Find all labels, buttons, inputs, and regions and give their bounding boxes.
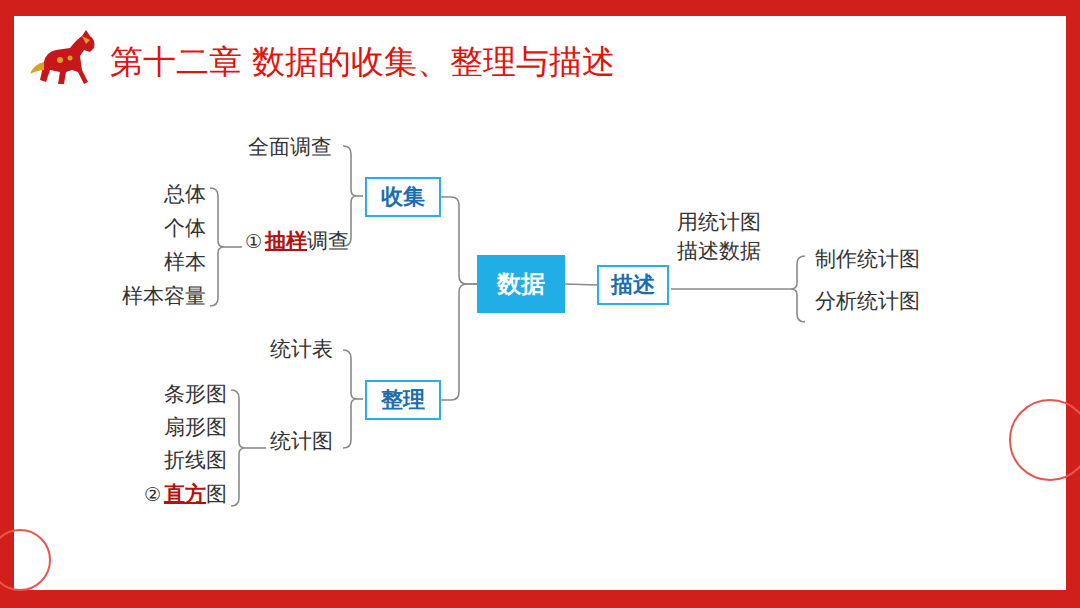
label-group: ①抽样调查 [245, 229, 349, 254]
bracket-stem [357, 195, 363, 197]
bracket [791, 256, 805, 322]
bracket-stem [357, 398, 363, 400]
topic-box: 描述 [597, 265, 669, 305]
term-label: 图 [206, 482, 227, 507]
ornament [0, 400, 1080, 590]
connector [441, 197, 477, 284]
edge-note: 用统计图 描述数据 [677, 208, 773, 267]
branch-line [671, 288, 791, 290]
callout-number: ② [144, 483, 161, 506]
term-label: 制作统计图 [815, 247, 920, 272]
center-box: 数据 [477, 255, 565, 313]
horse-icon [30, 30, 95, 84]
term-label: 个体 [164, 216, 206, 241]
bracket-stem [224, 246, 242, 248]
term-label: 统计图 [270, 429, 333, 454]
term-label: 样本容量 [122, 284, 206, 309]
term-label: 折线图 [164, 448, 227, 473]
term-label: 条形图 [164, 382, 227, 407]
box-label: 描述 [611, 270, 655, 300]
connector [565, 284, 597, 285]
box-label: 收集 [381, 182, 425, 212]
connector [441, 284, 477, 400]
term-label: 全面调查 [248, 135, 332, 160]
term-label: 调查 [307, 229, 349, 254]
box-label: 数据 [497, 268, 545, 300]
slide-title: 第十二章 数据的收集、整理与描述 [110, 40, 616, 85]
term-label: 样本 [164, 250, 206, 275]
term-label: 总体 [164, 182, 206, 207]
bracket [343, 350, 357, 448]
topic-box: 整理 [365, 380, 441, 420]
term-label: 抽样 [265, 229, 307, 254]
callout-number: ① [245, 230, 262, 253]
bracket [231, 390, 245, 506]
topic-box: 收集 [365, 177, 441, 217]
term-label: 分析统计图 [815, 289, 920, 314]
box-label: 整理 [381, 385, 425, 415]
term-label: 扇形图 [164, 415, 227, 440]
term-label: 统计表 [270, 337, 333, 362]
label-group: ②直方图 [144, 482, 227, 507]
bracket-stem [245, 447, 266, 449]
term-label: 直方 [164, 482, 206, 507]
bracket [210, 188, 224, 306]
